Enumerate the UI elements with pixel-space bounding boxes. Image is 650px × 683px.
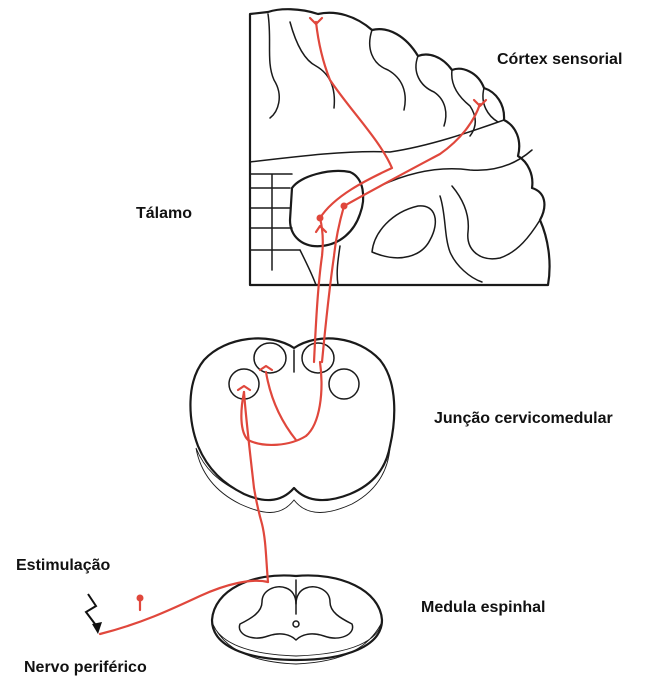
spinal-cord-shadow (212, 622, 382, 664)
thalamocortical-fiber-2 (344, 104, 480, 206)
cortex-inner-gyrus-2 (440, 196, 482, 282)
label-cortex: Córtex sensorial (497, 52, 622, 68)
gracile-nucleus-right (302, 343, 334, 373)
thalamocortical-fiber-1 (316, 22, 392, 218)
label-spinal-cord: Medula espinhal (421, 600, 545, 616)
sulcus-line-1 (268, 14, 279, 118)
medial-lemniscus-fiber (241, 362, 321, 445)
spinal-cord-outline (212, 575, 382, 660)
label-junction: Junção cervicomedular (434, 411, 613, 427)
sulcus-line-3 (370, 30, 405, 110)
stimulation-arrow (86, 594, 102, 634)
junction-entry-fiber (244, 392, 254, 488)
sulcus-line-6 (483, 88, 498, 122)
junction-shadow (196, 448, 390, 513)
white-matter-boundary-2 (380, 150, 532, 186)
spinal-cord-section (212, 575, 382, 664)
cervicomedullary-junction (190, 338, 394, 512)
dorsal-root-ganglion (137, 595, 144, 602)
central-canal (293, 621, 299, 627)
sulcus-line-4 (416, 56, 446, 126)
blank-patch (0, 422, 140, 462)
peripheral-nerve-fiber (100, 581, 268, 634)
cortex-inner-gyrus (452, 186, 540, 259)
label-thalamus: Tálamo (136, 206, 192, 222)
label-peripheral-nerve: Nervo periférico (24, 660, 147, 676)
cuneate-nucleus-right (329, 369, 359, 399)
lemniscus-ascending-left (314, 218, 323, 362)
nucleus-terminal-left (238, 386, 250, 390)
second-order-fiber (266, 372, 296, 440)
sulcus-line-5 (452, 70, 476, 136)
sensory-pathway (100, 18, 486, 634)
dorsal-column-fiber (254, 488, 268, 582)
junction-outline (190, 338, 394, 500)
sulcus-line-2 (290, 22, 334, 108)
nucleus-terminal-right (260, 366, 272, 370)
label-stimulation: Estimulação (16, 558, 110, 574)
ventricle (372, 206, 435, 258)
